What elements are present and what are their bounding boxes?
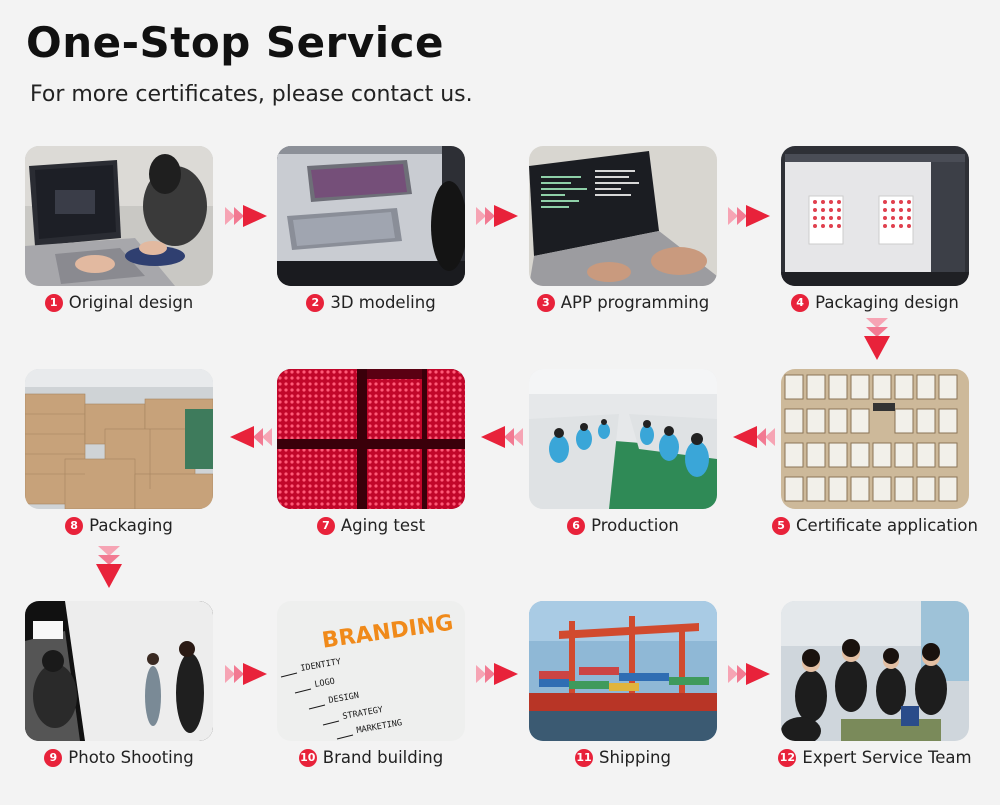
step-number-badge: 4 — [791, 293, 810, 312]
red-light-panels-photo — [277, 369, 465, 509]
coding-laptop-photo — [529, 146, 717, 286]
step-number-badge: 12 — [778, 748, 797, 767]
photo-studio-photo — [25, 601, 213, 741]
branding-item: LOGO — [314, 677, 336, 690]
step-aging-test: 7 Aging test — [277, 369, 465, 535]
packaging-layout-screen-photo — [781, 146, 969, 286]
step-label: 8 Packaging — [25, 516, 213, 535]
step-number-badge: 9 — [44, 748, 63, 767]
team-group-photo — [781, 601, 969, 741]
step-original-design: 1 Original design — [25, 146, 213, 312]
arrow-down-icon — [864, 318, 890, 362]
step-label: 4 Packaging design — [781, 293, 969, 312]
step-label: 3 APP programming — [529, 293, 717, 312]
step-number-badge: 10 — [298, 748, 317, 767]
arrow-right-icon — [728, 663, 772, 685]
step-packaging: 8 Packaging — [25, 369, 213, 535]
step-photo-shooting: 9 Photo Shooting — [25, 601, 213, 767]
step-label: 1 Original design — [25, 293, 213, 312]
step-label: 7 Aging test — [277, 516, 465, 535]
step-app-programming: 3 APP programming — [529, 146, 717, 312]
step-packaging-design: 4 Packaging design — [781, 146, 969, 312]
step-number-badge: 5 — [772, 516, 791, 535]
page-subtitle: For more certificates, please contact us… — [30, 82, 473, 107]
3d-model-screen-photo — [277, 146, 465, 286]
arrow-right-icon — [225, 205, 269, 227]
production-line-photo — [529, 369, 717, 509]
step-label: 10 Brand building — [298, 748, 444, 767]
step-label: 5 Certificate application — [772, 516, 978, 535]
step-shipping: 11 Shipping — [529, 601, 717, 767]
warehouse-boxes-photo — [25, 369, 213, 509]
certificate-wall-photo — [781, 369, 969, 509]
container-ship-photo — [529, 601, 717, 741]
page-title: One-Stop Service — [26, 18, 444, 67]
step-number-badge: 11 — [575, 748, 593, 767]
arrow-right-icon — [476, 663, 520, 685]
arrow-right-icon — [728, 205, 772, 227]
step-3d-modeling: 2 3D modeling — [277, 146, 465, 312]
arrow-left-icon — [731, 426, 775, 448]
arrow-right-icon — [225, 663, 269, 685]
step-number-badge: 2 — [306, 293, 325, 312]
step-label: 11 Shipping — [575, 748, 671, 767]
laptop-design-photo — [25, 146, 213, 286]
step-number-badge: 6 — [567, 516, 586, 535]
step-label: 2 3D modeling — [277, 293, 465, 312]
step-label: 12 Expert Service Team — [778, 748, 972, 767]
step-expert-service-team: 12 Expert Service Team — [778, 601, 972, 767]
step-label: 9 Photo Shooting — [25, 748, 213, 767]
step-number-badge: 1 — [44, 293, 63, 312]
arrow-left-icon — [228, 426, 272, 448]
step-number-badge: 3 — [536, 293, 555, 312]
step-number-badge: 7 — [316, 516, 335, 535]
step-brand-building: BRANDING IDENTITY LOGO DESIGN STRATEGY M… — [277, 601, 465, 767]
step-production: 6 Production — [529, 369, 717, 535]
arrow-down-icon — [96, 546, 122, 590]
step-certificate-application: 5 Certificate application — [772, 369, 978, 535]
branding-board-photo: BRANDING IDENTITY LOGO DESIGN STRATEGY M… — [277, 601, 465, 741]
step-number-badge: 8 — [65, 516, 84, 535]
step-label: 6 Production — [529, 516, 717, 535]
arrow-right-icon — [476, 205, 520, 227]
arrow-left-icon — [479, 426, 523, 448]
